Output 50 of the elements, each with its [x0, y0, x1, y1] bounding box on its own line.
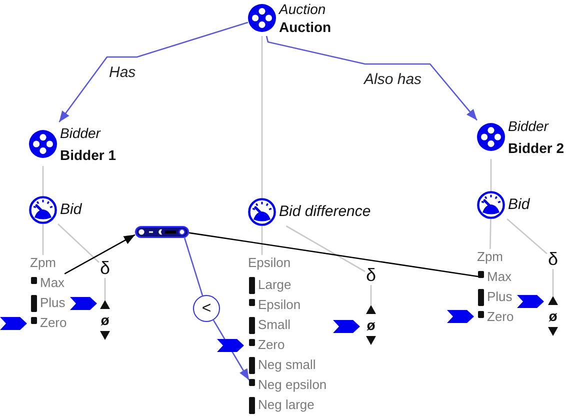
arrow: [64, 234, 136, 274]
comparison-operator: <: [193, 295, 220, 322]
null-symbol: ø: [548, 307, 558, 325]
connector-line: [261, 36, 263, 198]
connector-line: [261, 226, 263, 255]
value-label: Plus: [487, 289, 512, 305]
connector-line: [506, 218, 548, 254]
value-label: Max: [40, 275, 65, 291]
value-label: Epsilon: [258, 297, 301, 313]
connector-line: [58, 224, 100, 263]
value-label: Small: [258, 317, 291, 333]
connector-line: [42, 224, 44, 255]
value-label: Neg epsilon: [258, 377, 327, 393]
value-label: Zero: [40, 315, 67, 331]
connector-line: [184, 238, 204, 296]
connector-line: [42, 166, 44, 196]
variable-label: Epsilon: [248, 255, 291, 271]
arrow: [266, 36, 478, 121]
null-symbol: ø: [366, 316, 376, 334]
operator-capsule: [135, 226, 189, 238]
value-label: Large: [258, 277, 292, 293]
entity-name: Bidder 1: [60, 146, 116, 165]
attribute-label: Bid: [60, 201, 82, 219]
value-label: Neg small: [258, 357, 316, 373]
value-label: Max: [487, 269, 512, 285]
arrow: [58, 22, 248, 122]
value-label: Zero: [258, 337, 285, 353]
connector-line: [370, 285, 372, 305]
delta-symbol: δ: [365, 265, 377, 285]
entity-type-label: Bidder: [60, 124, 102, 143]
variable-label: Zpm: [477, 249, 503, 265]
entity-name: Bidder 2: [508, 139, 564, 158]
delta-symbol: δ: [547, 249, 559, 269]
entity-type-label: Auction: [279, 0, 327, 18]
delta-symbol: δ: [99, 258, 111, 278]
connector-line: [552, 269, 554, 296]
attribute-label: Bid difference: [279, 203, 371, 221]
connector-line: [286, 225, 366, 272]
connector-line: [490, 218, 492, 250]
entity-name: Auction: [279, 18, 332, 36]
connector-line: [104, 278, 106, 300]
entity-type-label: Bidder: [508, 117, 550, 136]
value-label: Zero: [487, 309, 514, 325]
connector-line: [188, 232, 478, 278]
variable-label: Zpm: [30, 255, 56, 271]
value-label: Plus: [40, 295, 66, 311]
attribute-label: Bid: [508, 196, 530, 214]
connector-line: [490, 159, 492, 191]
null-symbol: ø: [100, 311, 110, 329]
value-label: Neg large: [258, 397, 314, 413]
